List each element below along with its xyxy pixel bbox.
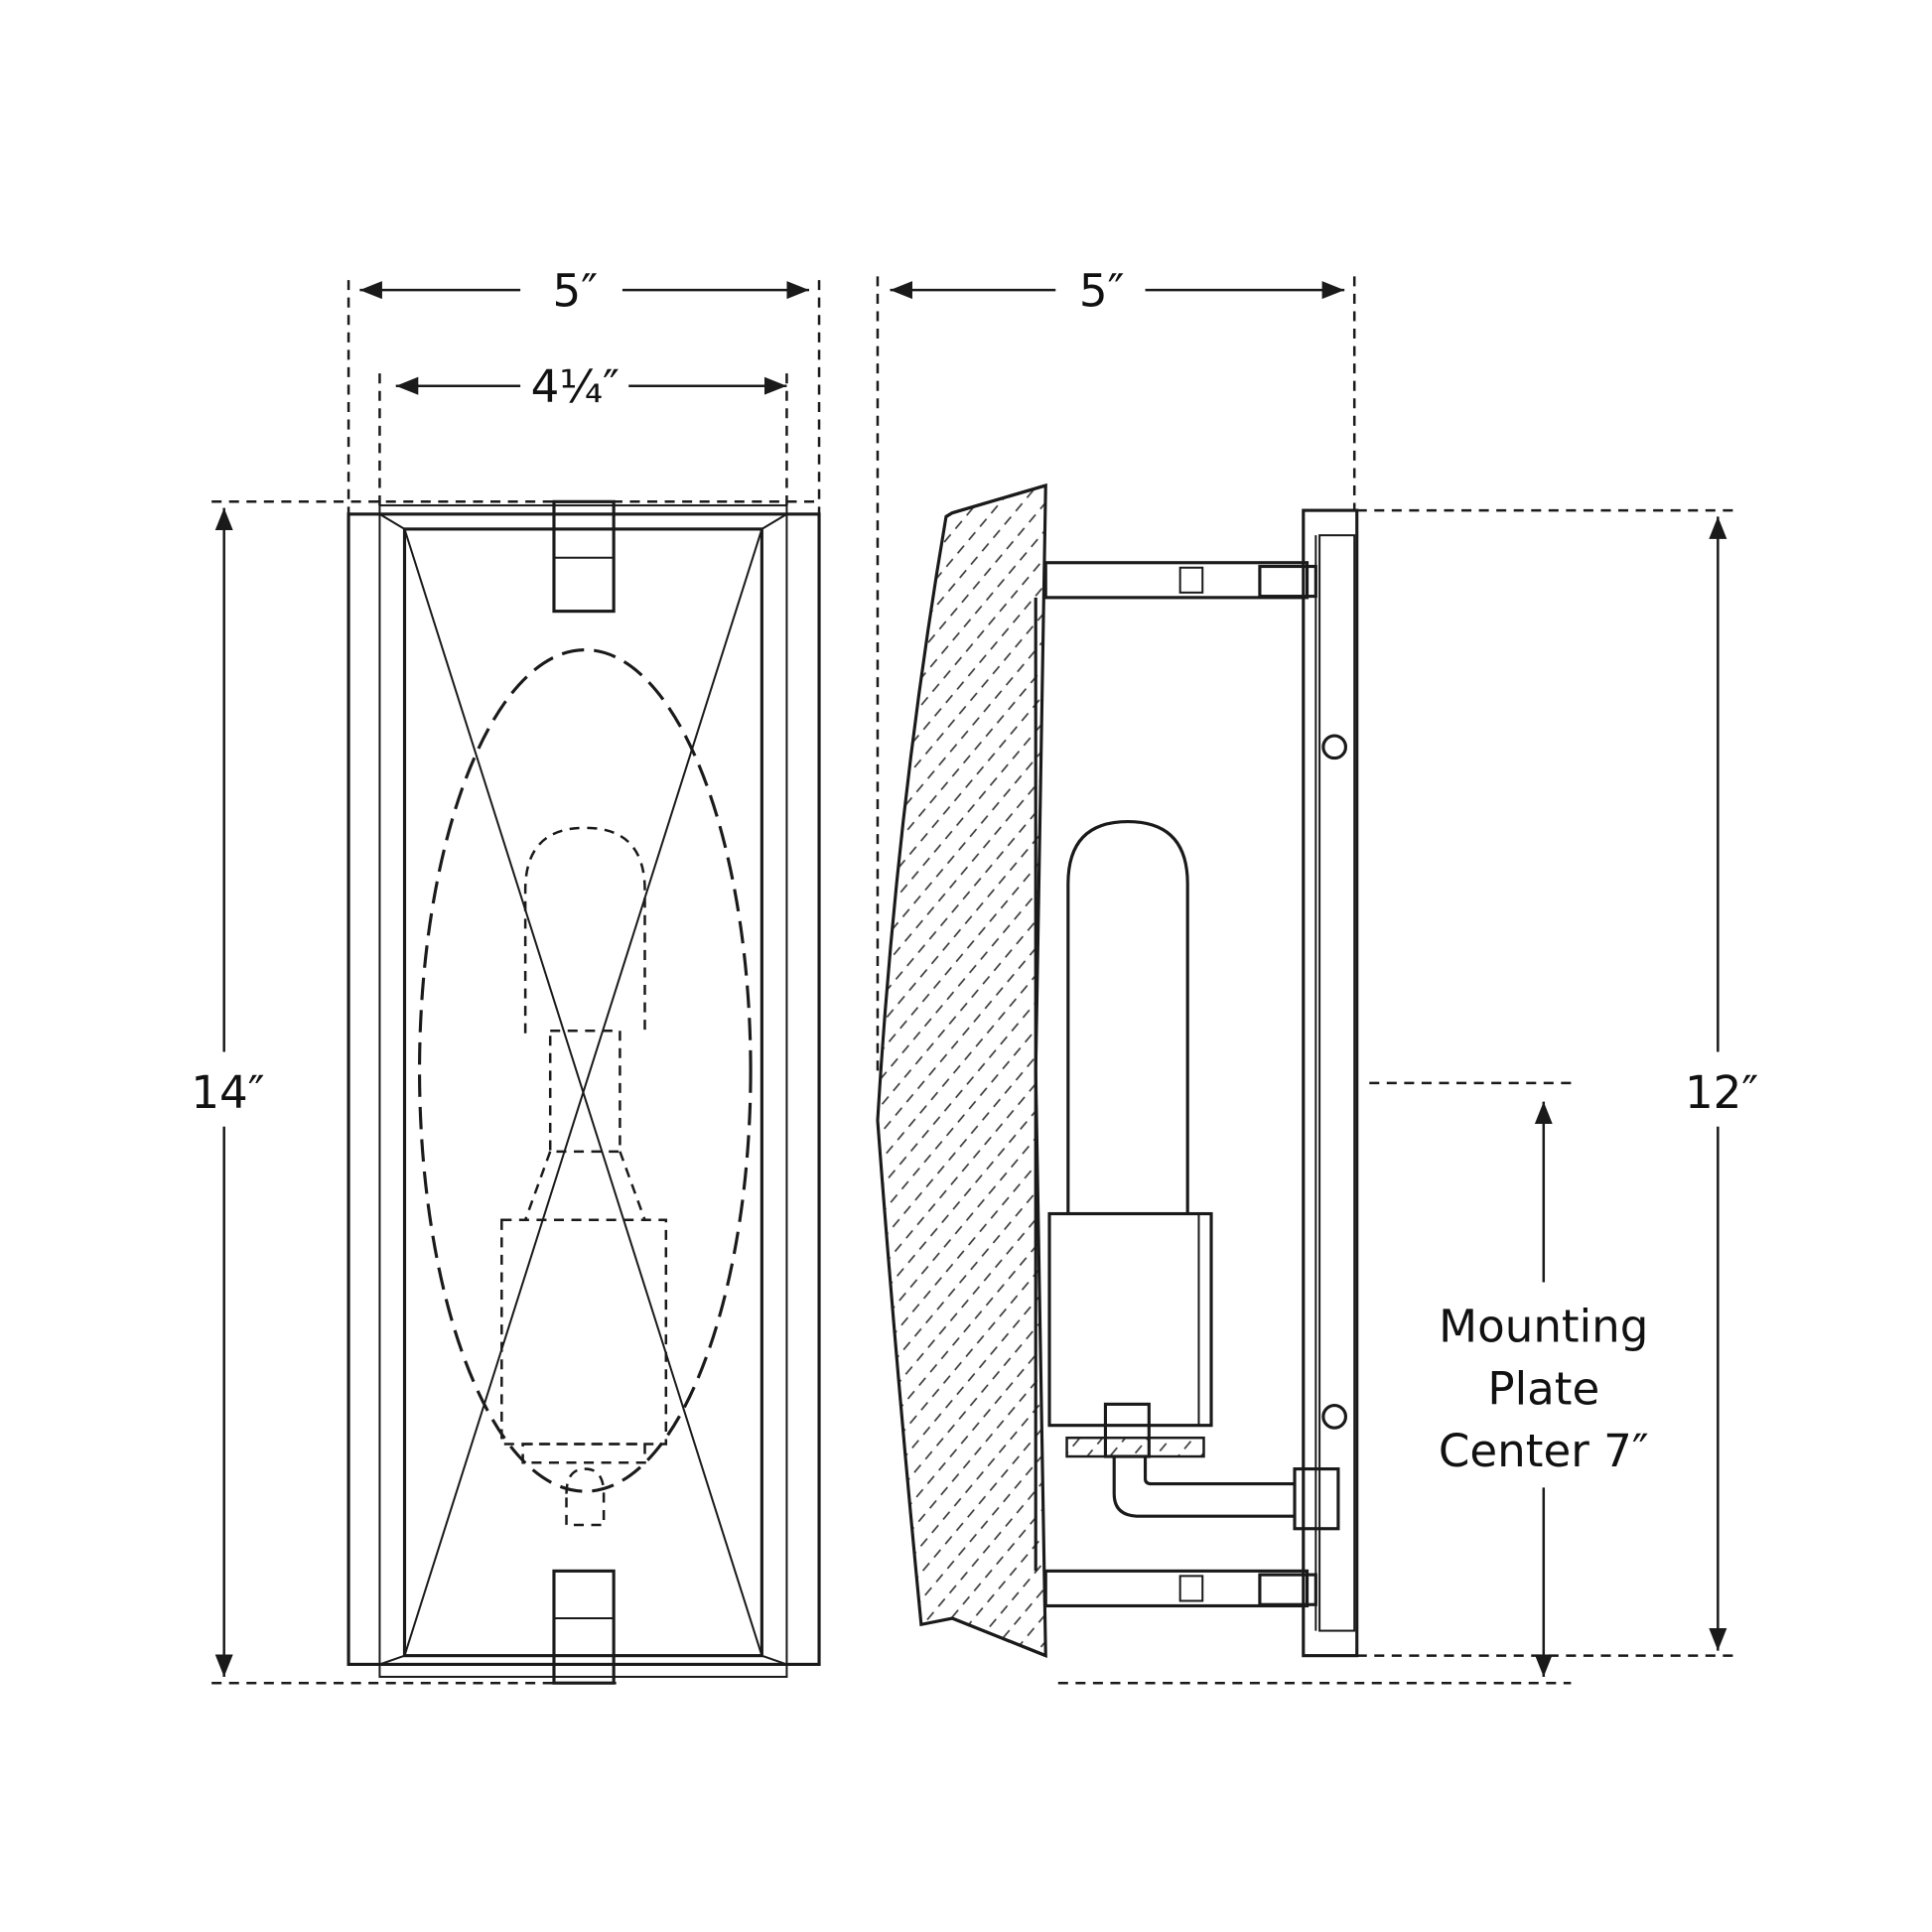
inner-width-label: 4¼″: [531, 360, 620, 413]
front-glass-panel: [402, 527, 763, 1658]
height-label: 14″: [191, 1066, 264, 1119]
front-bulb-hidden: [500, 826, 668, 1527]
top-clip: [552, 499, 616, 614]
front-backplate: [378, 504, 788, 1678]
side-view: 5″ 12″ Mounting Plate Center 7″: [876, 264, 1758, 1685]
front-width-label: 5″: [552, 264, 598, 317]
mounting-label-line2: Plate: [1487, 1362, 1599, 1415]
dashed-shade-outline: [417, 647, 753, 1493]
mounting-label-line3: Center 7″: [1439, 1425, 1649, 1477]
mounting-label-line1: Mounting: [1439, 1301, 1648, 1353]
bottom-clip: [552, 1569, 616, 1685]
side-bulb: [1047, 819, 1340, 1531]
glass-shade-section: [876, 483, 1047, 1658]
backplate: [1302, 508, 1359, 1658]
front-bevel-lines: [378, 512, 787, 1666]
bottom-arm: [1043, 1569, 1317, 1608]
front-view: 5″ 4¼″ 14″: [191, 264, 822, 1685]
backplate-height-label: 12″: [1685, 1066, 1758, 1119]
top-arm: [1043, 561, 1317, 600]
front-outer-frame: [346, 512, 821, 1666]
depth-label: 5″: [1079, 264, 1125, 317]
